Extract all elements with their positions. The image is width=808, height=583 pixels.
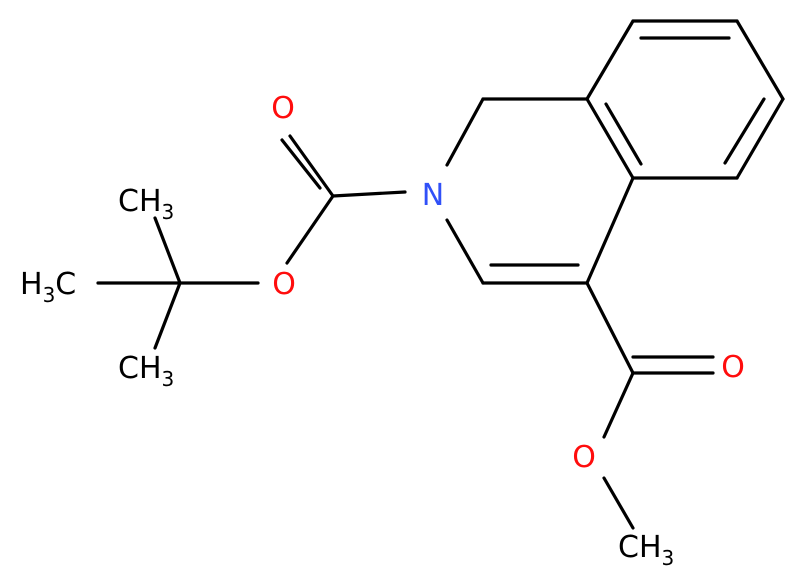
atom-n-ring: N [422, 178, 444, 213]
bond-carbonyl-oester-m [602, 371, 635, 439]
atom-ch3-top: CH3 [118, 184, 174, 224]
bond-n-c3 [445, 218, 485, 285]
bond-n-carbonyl [331, 190, 407, 198]
bond-ring-c8a-c1 [585, 19, 635, 101]
bond-c4-c4a [585, 176, 635, 285]
benzene-ring [585, 19, 785, 180]
bond-c4-carbonyl [585, 281, 635, 375]
bond-ring-inner-3 [604, 102, 643, 166]
bond-oester-ch3-m [602, 476, 635, 530]
atom-o-methyl-ester: O [572, 440, 596, 475]
bond-ring-c4a-c8a [585, 97, 635, 180]
dihydro-ring [445, 97, 635, 285]
bond-ring-c3-c4 [735, 97, 785, 180]
atom-o-boc-ester: O [272, 267, 296, 302]
bond-ring-c2-c3 [735, 19, 785, 101]
boc-group [96, 134, 407, 350]
bond-carbonyl-oester [285, 194, 335, 265]
bond-ch2-n [445, 97, 485, 167]
atom-o-boc-carbonyl: O [271, 91, 295, 126]
atom-h3c-left: H3C [20, 267, 76, 307]
methyl-ester-group [585, 281, 715, 530]
bond-cq-ch3-top [153, 216, 182, 285]
atom-o-methyl-carbonyl: O [721, 350, 745, 385]
atom-ch3-bottom: CH3 [118, 351, 174, 391]
bond-cq-ch3-bottom [153, 281, 182, 350]
atom-ch3-methyl: CH3 [618, 530, 674, 570]
bond-carbonyl-o-2 [280, 138, 322, 190]
bond-carbonyl-o-1 [288, 134, 335, 198]
bond-ring-inner-2 [723, 97, 766, 165]
